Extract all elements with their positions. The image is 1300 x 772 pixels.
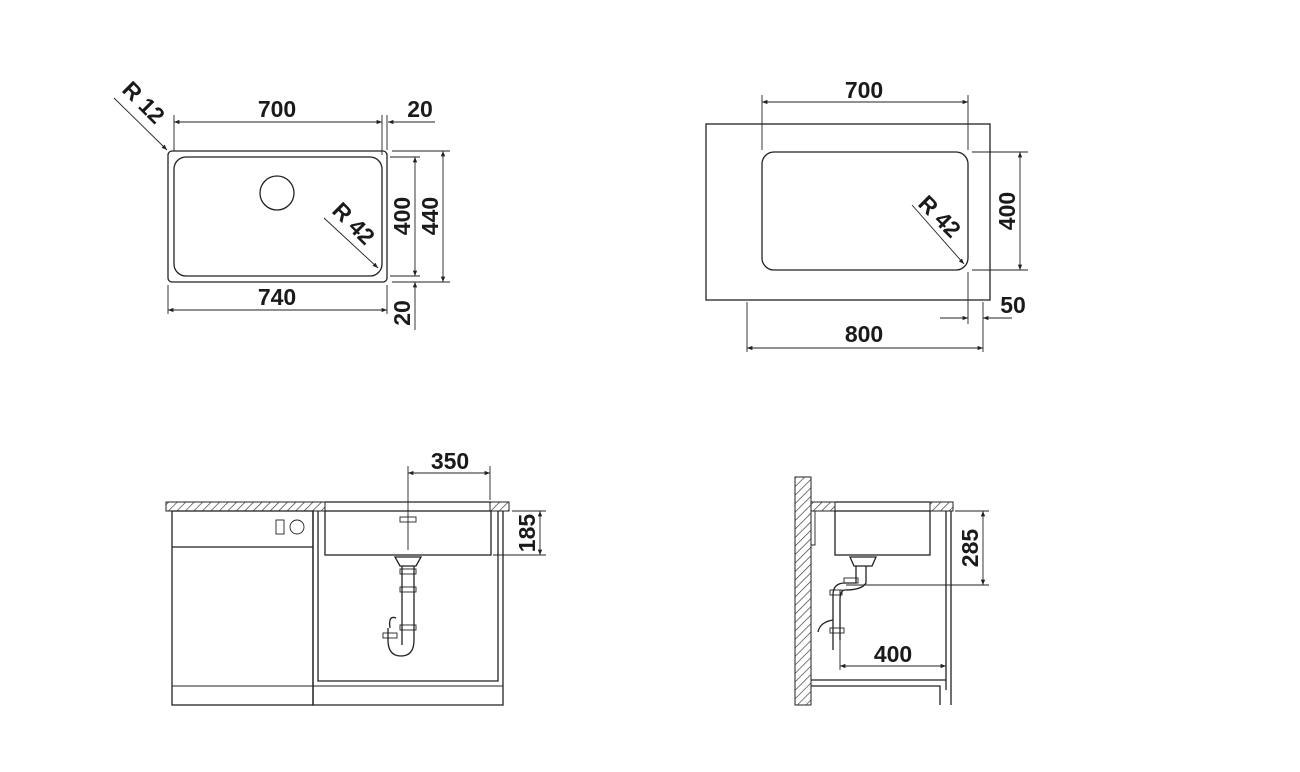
dim-outlet-distance: 400 (874, 641, 912, 667)
dim-offset: 50 (1000, 292, 1026, 318)
drain-trap (382, 556, 423, 657)
top-view-undermount: 700 20 740 400 440 20 R 12 R 42 (113, 76, 450, 330)
dim-drain-offset: 350 (431, 448, 469, 474)
countertop-right (489, 501, 510, 512)
dim-width-inner: 700 (845, 77, 883, 103)
sink-outer-outline (167, 150, 388, 283)
dim-depth-outer: 440 (417, 197, 443, 235)
dim-depth-inner: 400 (994, 192, 1020, 230)
dishwasher (171, 510, 314, 706)
sink-bowl-outline (173, 156, 383, 277)
cabinet-outline (705, 123, 991, 301)
dim-cabinet-width: 800 (845, 321, 883, 347)
dim-corner-outer: R 12 (117, 76, 170, 129)
top-view-cutout: 700 400 800 50 R 42 (705, 77, 1028, 352)
dim-depth-to-outlet: 285 (957, 529, 983, 568)
dim-corner-inner: R 42 (913, 190, 966, 243)
countertop-left (165, 501, 326, 512)
dim-depth-inner: 400 (389, 197, 415, 235)
dim-width-outer: 740 (258, 284, 296, 310)
sink-bowl-section (834, 510, 931, 556)
front-view: 350 185 (165, 448, 546, 706)
sink-bowl-outline (761, 151, 969, 271)
drain-hole (259, 175, 295, 211)
dim-rim-bottom: 20 (389, 300, 415, 326)
dim-width-inner: 700 (258, 96, 296, 122)
dim-bowl-depth: 185 (514, 514, 540, 553)
wall (794, 476, 812, 706)
dim-corner-inner: R 42 (327, 197, 380, 250)
drain-trap (817, 556, 878, 650)
dim-rim-top: 20 (407, 96, 433, 122)
side-view: 285 400 (794, 476, 989, 706)
